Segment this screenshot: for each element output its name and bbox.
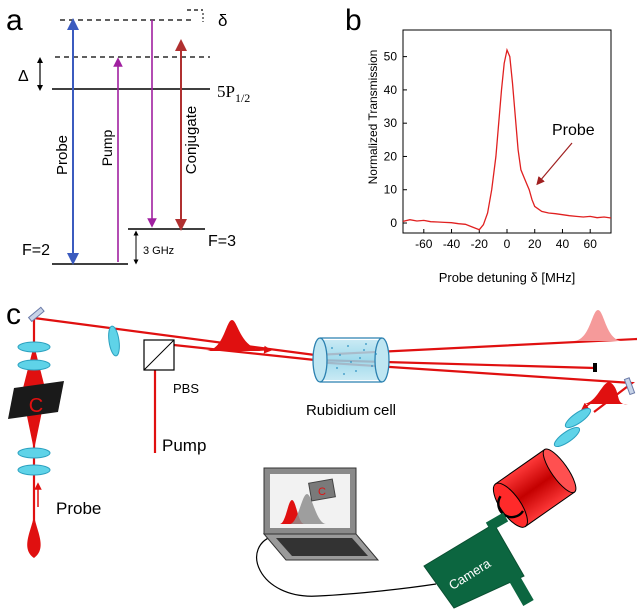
probe-pulse-main xyxy=(206,320,266,351)
camera-cable xyxy=(256,534,437,597)
ground-f2-label: F=2 xyxy=(22,242,50,259)
y-tick-label: 20 xyxy=(384,149,398,163)
pump-label: Pump xyxy=(162,436,206,455)
lens-probe-bottom-2 xyxy=(17,464,51,476)
camera-lens-mount xyxy=(485,512,509,532)
display-object-letter: C xyxy=(318,486,326,498)
x-tick-label: 20 xyxy=(528,237,542,251)
object-mask xyxy=(8,381,64,419)
x-tick-label: 40 xyxy=(556,237,570,251)
imaging-tube xyxy=(492,448,577,528)
panel-b: b -60 -40 -20 0 20 40 60 0 10 20 30 40 50 Normalized… xyxy=(345,4,612,285)
x-axis-label: Probe detuning δ [MHz] xyxy=(439,270,576,285)
laptop-keyboard xyxy=(276,538,368,556)
lens-probe-top-2 xyxy=(17,359,51,371)
y-tick-label: 40 xyxy=(384,83,398,97)
beam-direction-arrow-conjugate xyxy=(581,395,601,411)
y-axis-label: Normalized Transmission xyxy=(366,50,380,185)
panel-label-a: a xyxy=(6,4,23,37)
lens-probe-top-1 xyxy=(17,341,51,353)
camera-body xyxy=(423,523,525,609)
lens-main xyxy=(108,325,120,357)
pbs-label: PBS xyxy=(173,381,199,396)
rubidium-cell-label: Rubidium cell xyxy=(306,402,396,419)
y-tick-label: 30 xyxy=(384,116,398,130)
probe-pulse-input xyxy=(27,515,41,558)
cell-window-right xyxy=(374,337,390,383)
probe-imaging-column: C xyxy=(8,341,64,558)
display-image-thumbnail xyxy=(308,478,336,502)
beam-direction-arrow-main xyxy=(244,345,272,354)
x-tick-label: 60 xyxy=(584,237,598,251)
chart-ticks: -60 -40 -20 0 20 40 60 0 10 20 30 40 50 xyxy=(384,50,598,251)
x-tick-label: -20 xyxy=(471,237,489,251)
display-reference-pulse xyxy=(290,494,326,524)
camera-stand xyxy=(508,574,534,606)
probe-label: Probe xyxy=(56,499,101,518)
probe-transition-label: Probe xyxy=(54,135,71,175)
x-tick-label: 0 xyxy=(504,237,511,251)
pbs-diagonal xyxy=(143,339,175,371)
probe-annotation: Probe xyxy=(552,122,595,139)
Delta-label: Δ xyxy=(18,68,29,85)
x-tick-label: -60 xyxy=(415,237,433,251)
cell-atoms xyxy=(331,343,377,375)
beam-dump xyxy=(593,363,597,372)
conjugate-pulse xyxy=(584,382,628,405)
x-tick-label: -40 xyxy=(443,237,461,251)
panel-label-c: c xyxy=(6,298,21,331)
y-tick-label: 50 xyxy=(384,50,398,64)
panel-a: a δ Δ 5P1/2 Probe Pump Conjugate F=2 F=3… xyxy=(6,4,250,265)
object-mask-letter: C xyxy=(29,395,43,417)
y-tick-label: 10 xyxy=(384,183,398,197)
ground-f3-label: F=3 xyxy=(208,233,236,250)
mirror-left xyxy=(27,306,45,323)
rubidium-cell-body xyxy=(320,340,382,380)
excited-state-label: 5P1/2 xyxy=(217,82,250,105)
lens-probe-bottom-1 xyxy=(17,447,51,459)
mirror-right xyxy=(623,377,636,396)
pump-transition-label: Pump xyxy=(99,130,115,167)
delta-label: δ xyxy=(218,11,227,30)
laptop: C xyxy=(262,467,380,561)
lens-conjugate-2 xyxy=(553,426,581,448)
probe-pulse-output xyxy=(574,310,622,341)
transmission-curve xyxy=(402,47,612,231)
y-tick-label: 0 xyxy=(390,216,397,230)
panel-label-b: b xyxy=(345,4,362,37)
conjugate-transition-label: Conjugate xyxy=(183,106,200,174)
camera: Camera xyxy=(423,512,534,609)
splitting-label: 3 GHz xyxy=(143,245,174,257)
cell-window-left xyxy=(312,337,328,383)
probe-annotation-arrow xyxy=(536,142,573,186)
panel-c: c PBS Pump Rubidiu xyxy=(6,298,637,609)
lens-conjugate-1 xyxy=(564,407,592,429)
